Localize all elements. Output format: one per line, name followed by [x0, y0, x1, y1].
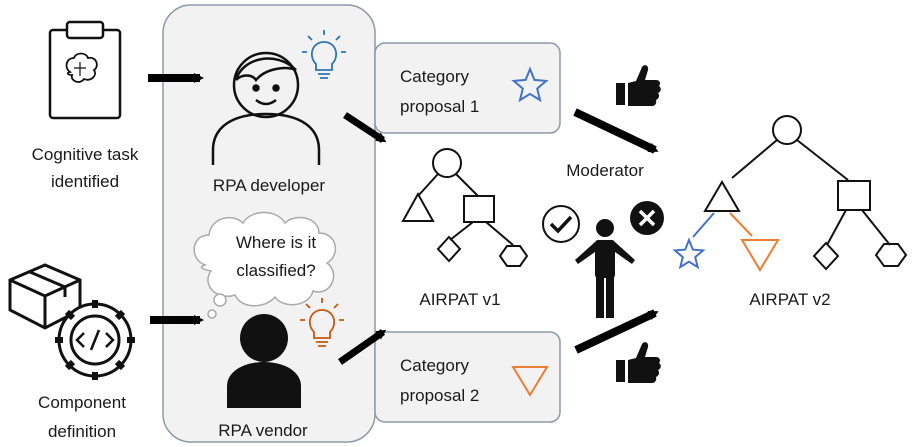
vendor-person-icon — [227, 314, 301, 408]
task-label-line2: identified — [51, 172, 119, 191]
arrow-vendor-to-v1 — [337, 329, 387, 365]
proposal-1-box — [374, 42, 561, 134]
arrow-proposal2-to-v2 — [574, 309, 659, 354]
airpat-v2-tree — [703, 115, 908, 271]
thought-line1: Where is it — [236, 233, 317, 252]
proposal-2-line1: Category — [400, 356, 469, 375]
arrow-proposal1-to-v2 — [573, 108, 659, 154]
proposal-2-line2: proposal 2 — [400, 386, 479, 405]
cross-icon — [630, 201, 664, 235]
proposal-1-line1: Category — [400, 67, 469, 86]
component-label-line1: Component — [38, 393, 126, 412]
checkmark-icon — [542, 205, 580, 243]
v2-branch-orange — [729, 212, 753, 237]
star-icon — [511, 66, 549, 103]
thumbs-up-icon — [616, 342, 661, 383]
triangle-icon — [511, 366, 549, 397]
star-icon — [672, 237, 706, 270]
thumbs-up-icon — [616, 65, 661, 106]
developer-person-icon — [211, 51, 321, 165]
box-code-gear-icon — [8, 263, 135, 380]
vendor-label: RPA vendor — [218, 421, 308, 440]
component-label-line2: definition — [48, 422, 116, 441]
moderator-person-icon — [575, 219, 635, 318]
task-label-line1: Cognitive task — [32, 145, 139, 164]
proposal-2-box — [374, 331, 561, 423]
triangle-icon — [740, 239, 780, 272]
moderator-label: Moderator — [566, 161, 644, 180]
thought-cloud — [193, 211, 337, 319]
lightbulb-icon — [302, 30, 346, 79]
thought-line2: classified? — [236, 261, 315, 280]
airpat-v2-label: AIRPAT v2 — [749, 290, 830, 309]
arrow-developer-to-v1 — [343, 112, 387, 143]
airpat-v1-label: AIRPAT v1 — [419, 290, 500, 309]
v2-branch-blue — [692, 212, 715, 238]
clipboard-brain-icon — [48, 20, 122, 120]
airpat-v1-tree — [401, 148, 529, 267]
developer-label: RPA developer — [213, 176, 325, 195]
proposal-1-line2: proposal 1 — [400, 97, 479, 116]
lightbulb-icon — [300, 298, 344, 347]
